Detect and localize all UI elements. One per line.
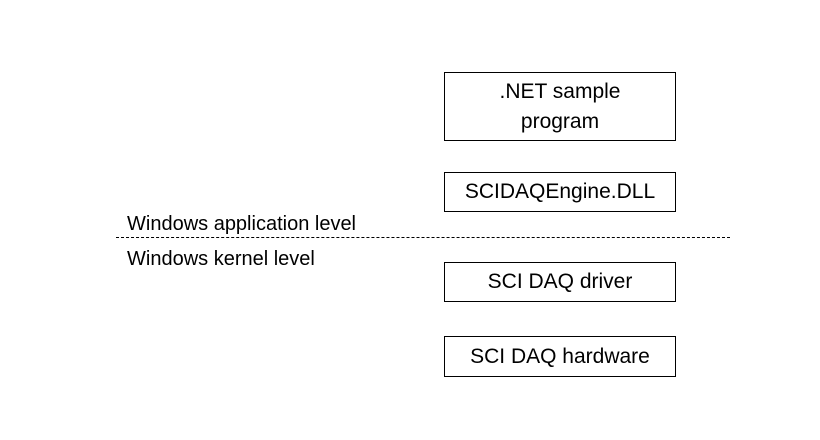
daq-driver-box: SCI DAQ driver bbox=[444, 262, 676, 302]
net-sample-program-box: .NET sample program bbox=[444, 72, 676, 141]
daq-hardware-box: SCI DAQ hardware bbox=[444, 336, 676, 377]
net-sample-program-label: .NET sample program bbox=[499, 79, 621, 133]
kernel-boundary-divider bbox=[116, 237, 730, 238]
engine-dll-label: SCIDAQEngine.DLL bbox=[464, 180, 656, 203]
application-level-label: Windows application level bbox=[127, 213, 357, 235]
daq-hardware-label: SCI DAQ hardware bbox=[470, 344, 650, 368]
engine-dll-box: SCIDAQEngine.DLL bbox=[444, 172, 676, 212]
daq-driver-label: SCI DAQ driver bbox=[487, 270, 633, 293]
kernel-level-label: Windows kernel level bbox=[127, 248, 315, 270]
